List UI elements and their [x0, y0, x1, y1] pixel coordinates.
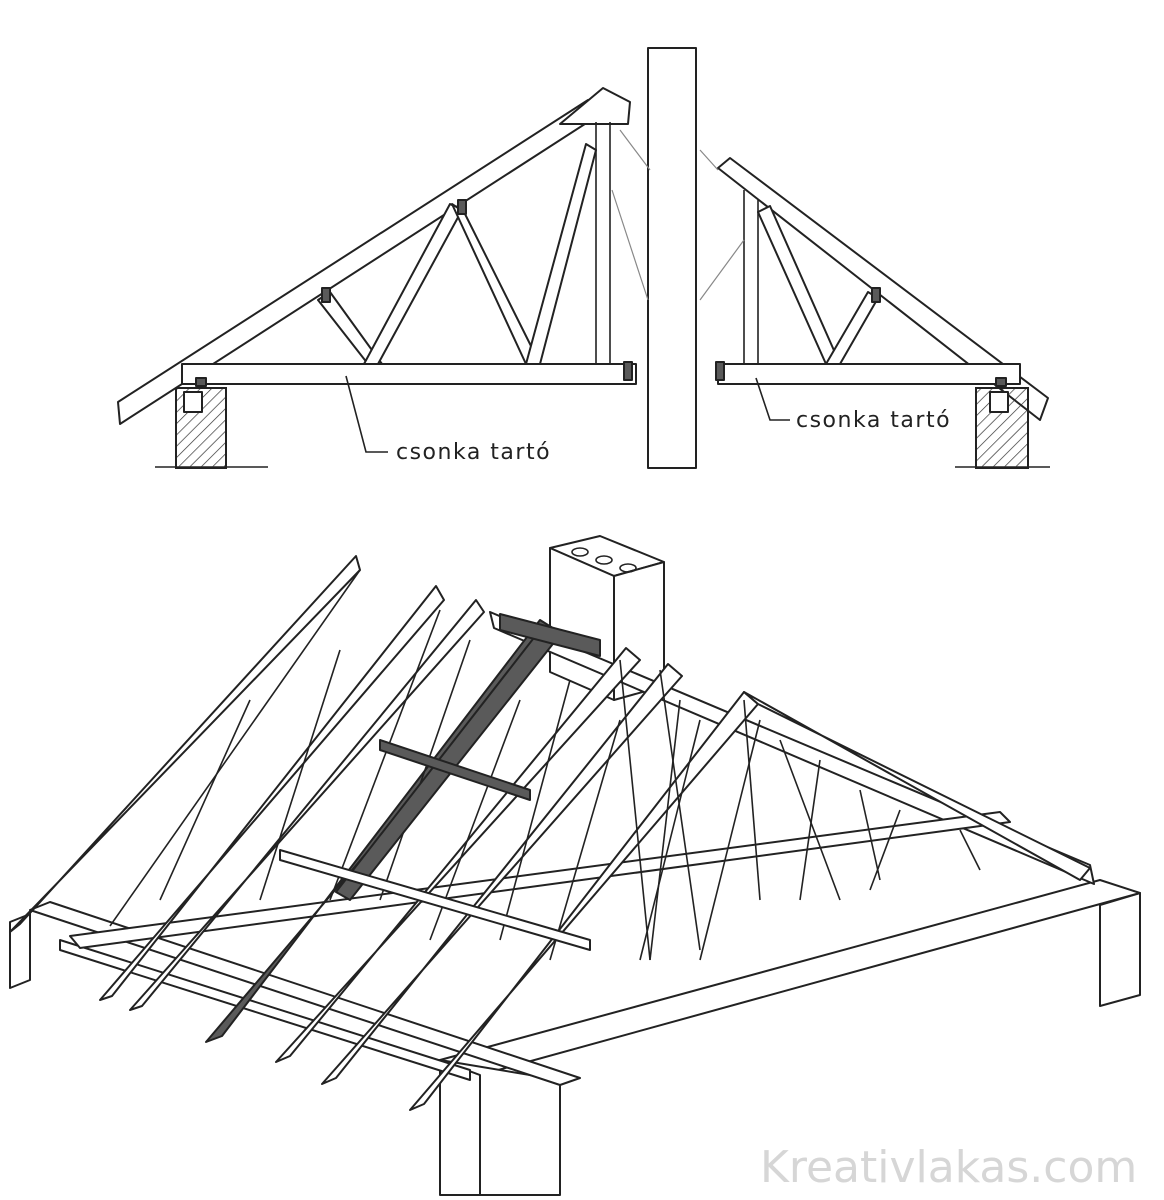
right-stub-truss: [699, 149, 1049, 421]
watermark: Kreativlakas.com: [760, 1142, 1137, 1193]
left-wall-plate: [183, 391, 203, 413]
left-stub-truss: [117, 87, 651, 425]
left-apex-block: [559, 87, 631, 125]
right-top-chord: [717, 157, 1049, 421]
back-top-plate: [439, 879, 1141, 1076]
right-wall: [1099, 892, 1141, 1007]
ridge-beam: [489, 611, 1095, 885]
right-label-leader: [755, 377, 790, 421]
purlin-brace: [279, 849, 591, 951]
wall-plate-1: [29, 901, 581, 1086]
wall-plate-2: [59, 939, 471, 1081]
right-truss-label: csonka tartó: [796, 408, 951, 433]
left-web-3: [451, 203, 541, 365]
front-wall: [439, 1059, 481, 1196]
left-label-leader: [345, 375, 388, 453]
elevation-view: csonka tartó csonka tartó: [117, 47, 1050, 469]
left-wall: [9, 913, 31, 989]
left-truss-label: csonka tartó: [396, 440, 551, 465]
right-wall-plate: [989, 391, 1009, 413]
left-web-4: [525, 143, 597, 365]
right-web-2: [825, 291, 879, 365]
cross-brace-dark: [379, 739, 531, 801]
right-bottom-chord: [717, 363, 1021, 385]
left-bottom-chord: [181, 363, 637, 385]
bottom-chord-run: [69, 811, 1011, 949]
ridge-block: [499, 613, 601, 657]
hip-rafters-left: [9, 555, 761, 1111]
main-trusses-right: [619, 659, 1091, 961]
chimney-elevation: [647, 47, 697, 469]
isometric-view: [9, 535, 1141, 1196]
